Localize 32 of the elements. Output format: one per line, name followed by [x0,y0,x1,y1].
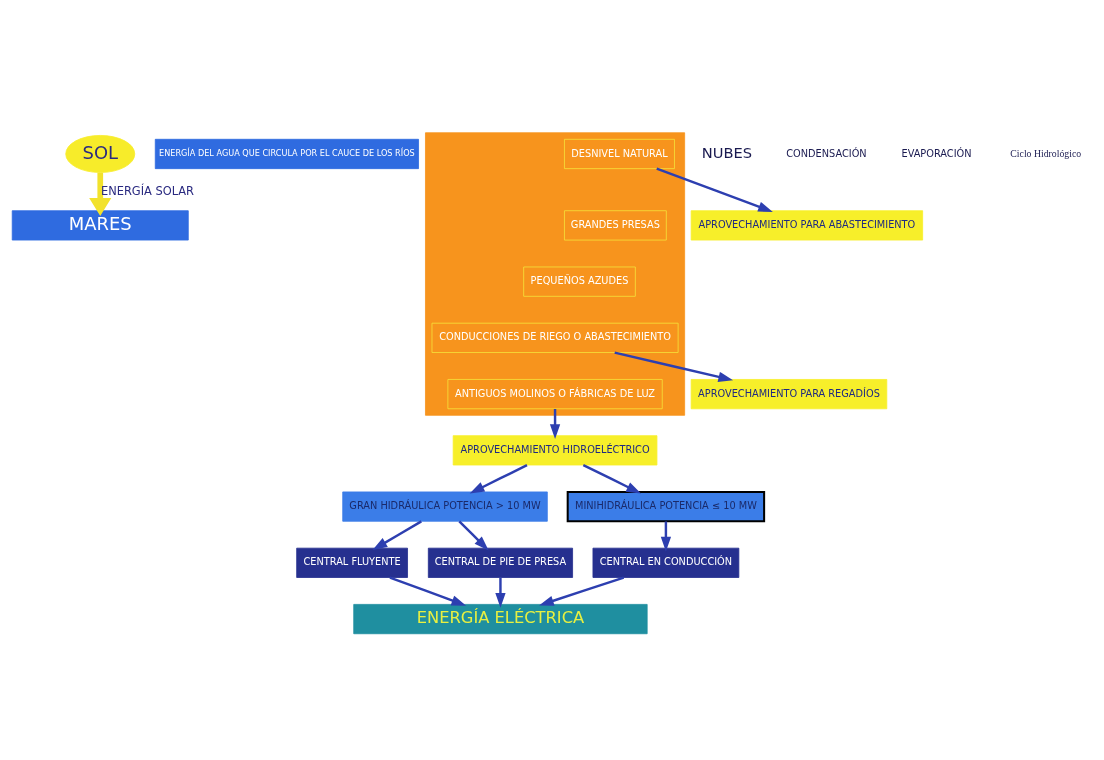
node-box: APROVECHAMIENTO PARA REGADÍOS [690,379,888,410]
node-box: APROVECHAMIENTO PARA ABASTECIMIENTO [690,210,924,241]
node-box: ENERGÍA ELÉCTRICA [353,604,648,635]
node-box: GRAN HIDRÁULICA POTENCIA > 10 MW [342,491,548,522]
arrow [469,464,528,494]
arrow [582,464,642,494]
label: NUBES [701,143,753,161]
node-box: MINIHIDRÁULICA POTENCIA ≤ 10 MW [566,490,766,523]
arrow [89,172,112,217]
node-box: CENTRAL DE PIE DE PRESA [427,547,573,578]
node-box: CONDUCCIONES DE RIEGO O ABASTECIMIENTO [431,322,679,353]
arrow [495,577,506,608]
arrow [614,351,734,382]
node-box: ENERGÍA DEL AGUA QUE CIRCULA POR EL CAUCE DE LOS RÍOS [154,138,419,170]
arrow [389,576,467,606]
node-box: CENTRAL EN CONDUCCIÓN [592,547,740,578]
node-box: ANTIGUOS MOLINOS O FÁBRICAS DE LUZ [447,379,663,410]
arrow [458,520,489,551]
node-box: PEQUEÑOS AZUDES [523,266,636,297]
node-box: APROVECHAMIENTO HIDROELÉCTRICO [452,435,658,466]
node-ellipse: SOL [65,135,136,173]
label: EVAPORACIÓN [901,147,972,159]
node-box: GRANDES PRESAS [564,210,667,241]
arrow [656,167,773,212]
label: Ciclo Hidrológico [1010,147,1082,159]
label: CONDENSACIÓN [786,147,867,159]
arrow [539,576,625,606]
node-box: CENTRAL FLUYENTE [296,547,408,578]
cluster [425,132,686,416]
node-box: DESNIVEL NATURAL [564,138,675,170]
arrow [372,520,422,550]
node-box: MARES [11,210,189,241]
